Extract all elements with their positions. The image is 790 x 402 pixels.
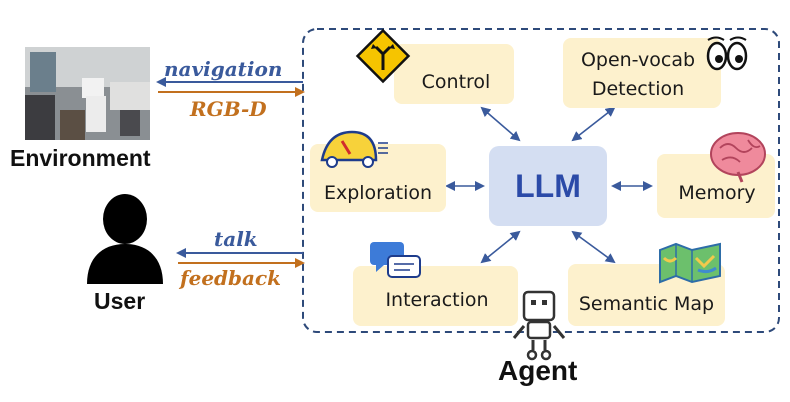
- control-label: Control: [421, 71, 491, 93]
- detection-label-line1: Open-vocab: [580, 49, 696, 71]
- interaction-label: Interaction: [385, 289, 489, 311]
- llm-detection-arrow: [571, 106, 616, 142]
- control-box: [394, 44, 514, 104]
- llm-semantic-map-arrow: [571, 230, 616, 264]
- llm-control-arrow: [480, 106, 521, 142]
- llm-label: LLM: [515, 168, 581, 204]
- llm-box: [489, 146, 607, 226]
- navigation-label: navigation: [164, 57, 283, 81]
- detection-label-line2: Detection: [591, 78, 685, 100]
- detection-box: [563, 38, 721, 108]
- exploration-label: Exploration: [323, 182, 433, 204]
- interaction-box: [353, 266, 518, 326]
- rgbd-label: RGB-D: [190, 97, 267, 121]
- environment-label: Environment: [10, 145, 151, 171]
- talk-label: talk: [214, 227, 258, 251]
- user-label: User: [94, 288, 146, 314]
- agent-label: Agent: [498, 355, 578, 386]
- environment-photo: [25, 47, 150, 140]
- feedback-label: feedback: [180, 266, 282, 290]
- memory-label: Memory: [678, 182, 756, 204]
- user-icon: [87, 194, 163, 284]
- semantic-map-label: Semantic Map: [578, 293, 715, 315]
- llm-interaction-arrow: [480, 230, 521, 264]
